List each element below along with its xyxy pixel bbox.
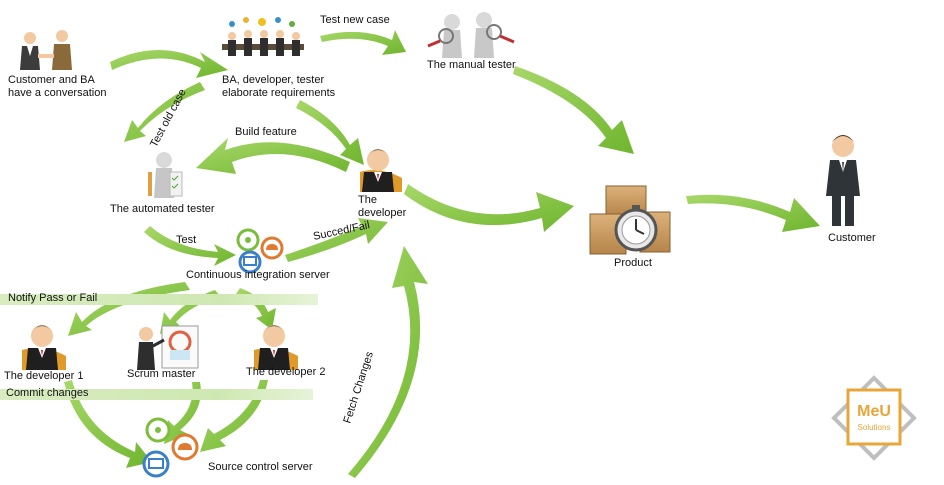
edge-test-new-case: Test new case xyxy=(320,14,390,26)
arrow-product-to-customer xyxy=(686,194,820,232)
label-developer-line2: developer xyxy=(358,207,407,219)
arrow-manual-to-product xyxy=(513,66,634,154)
label-ci-server: Continuous integration server xyxy=(186,269,330,281)
product-boxes xyxy=(589,185,671,255)
label-manual-tester: The manual tester xyxy=(427,59,516,71)
arrow-succeed-fail xyxy=(285,218,388,262)
arrow-team-to-developer xyxy=(296,100,364,165)
scrum-master-figure xyxy=(137,325,199,370)
meu-solutions-logo: MeU Solutions xyxy=(831,375,917,461)
label-developer-line1: The xyxy=(358,194,377,206)
arrow-conversation-to-team xyxy=(110,50,228,78)
developer-figure xyxy=(360,149,402,192)
arrow-test-old-case xyxy=(124,82,205,142)
automated-tester-figure xyxy=(148,152,183,198)
arrow-build-feature xyxy=(196,138,350,174)
arrow-test xyxy=(144,226,236,266)
developer2-figure xyxy=(254,325,298,370)
arrow-developer1-to-source xyxy=(64,380,152,468)
arrow-ci-to-developer1 xyxy=(68,282,190,336)
logo-line1: MeU xyxy=(857,403,891,420)
band-notify-label: Notify Pass or Fail xyxy=(8,292,98,304)
team-figures xyxy=(222,17,304,56)
source-control-icon xyxy=(142,417,199,478)
label-customer-ba-line1: Customer and BA xyxy=(8,74,95,86)
label-scrum-master: Scrum master xyxy=(127,368,196,380)
label-customer: Customer xyxy=(828,232,876,244)
label-team-line1: BA, developer, tester xyxy=(222,74,325,86)
manual-tester-figures xyxy=(427,12,515,58)
label-customer-ba-line2: have a conversation xyxy=(8,87,107,99)
logo-line2: Solutions xyxy=(858,423,891,432)
label-product: Product xyxy=(614,257,652,269)
label-team-line2: elaborate requirements xyxy=(222,87,336,99)
label-developer2: The developer 2 xyxy=(246,366,326,378)
developer1-figure xyxy=(22,325,66,370)
label-source-control: Source control server xyxy=(208,461,313,473)
customer-figure xyxy=(826,135,860,226)
label-developer1: The developer 1 xyxy=(4,370,84,382)
commit-band xyxy=(0,389,313,400)
band-commit-label: Commit changes xyxy=(6,387,89,399)
notify-band xyxy=(0,294,318,305)
arrow-test-new-case xyxy=(320,30,406,55)
arrow-scrum-to-source xyxy=(164,382,201,444)
ci-server-icon xyxy=(236,228,284,274)
arrow-fetch-changes xyxy=(348,246,428,478)
label-automated-tester: The automated tester xyxy=(110,203,215,215)
edge-test: Test xyxy=(176,234,197,246)
edge-fetch-changes: Fetch Changes xyxy=(341,350,376,425)
arrow-developer-to-product xyxy=(404,184,574,232)
edge-build-feature: Build feature xyxy=(235,126,297,138)
arrow-developer2-to-source xyxy=(200,380,268,452)
customer-ba-figures xyxy=(20,30,72,70)
edge-test-old-case: Test old case xyxy=(148,87,189,149)
